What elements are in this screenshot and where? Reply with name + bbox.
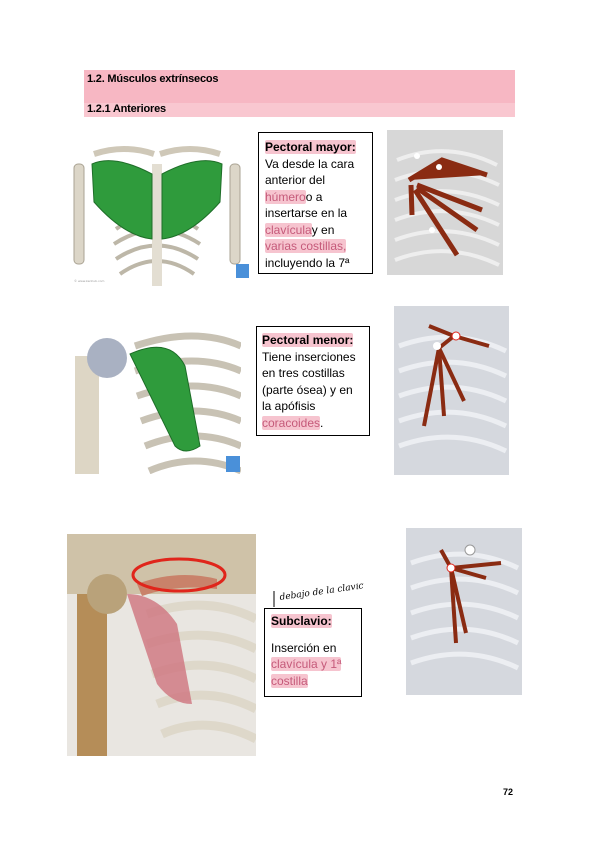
- highlight-costilla: costilla: [271, 673, 308, 688]
- text-fragment: y en: [311, 222, 335, 237]
- pectoral-minor-title: Pectoral menor:: [262, 333, 354, 347]
- handwritten-note: debajo de la clavícula: [268, 578, 378, 611]
- text-line: Inserción en: [271, 640, 337, 655]
- text-line: incluyendo la 7ª: [265, 255, 350, 270]
- text-line: la apófisis: [262, 399, 316, 413]
- page-number: 72: [503, 787, 514, 797]
- highlight-coracoides: coracoides: [262, 415, 321, 430]
- highlight-humero: húmero: [265, 189, 306, 204]
- pectoralis-major-illustration: © www.kenhub.com: [64, 124, 250, 286]
- pectoralis-minor-illustration: [75, 306, 241, 474]
- text-line: insertarse en la: [265, 206, 348, 220]
- subclavius-textbox: Subclavio: Inserción en clavícula y 1ª c…: [264, 608, 362, 697]
- text-fragment: .: [320, 415, 324, 430]
- subclavius-illustration: [67, 534, 256, 756]
- text-line: en tres costillas: [262, 366, 345, 380]
- highlight-clavicula-costilla: clavícula y 1ª: [271, 657, 342, 671]
- section-heading-band: 1.2. Músculos extrínsecos: [84, 70, 515, 103]
- subsection-title: 1.2.1 Anteriores: [87, 103, 166, 115]
- pectoral-major-textbox: Pectoral mayor: Va desde la cara anterio…: [258, 132, 373, 274]
- text-line: Va desde la cara: [265, 156, 355, 171]
- pectoral-major-title: Pectoral mayor:: [265, 140, 356, 154]
- pectoral-minor-textbox: Pectoral menor: Tiene inserciones en tre…: [256, 326, 370, 436]
- pectoralis-major-diagram: [387, 130, 503, 275]
- pectoralis-minor-diagram: [394, 306, 509, 475]
- text-line: Tiene inserciones: [262, 349, 356, 364]
- text-line: anterior del: [265, 173, 326, 187]
- text-line: (parte ósea) y en: [262, 382, 353, 397]
- highlight-costillas: varias costillas,: [265, 239, 347, 253]
- section-title: 1.2. Músculos extrínsecos: [87, 73, 219, 85]
- subsection-heading-band: 1.2.1 Anteriores: [84, 103, 515, 117]
- text-fragment: o a: [305, 189, 323, 204]
- subclavius-diagram: [406, 528, 522, 695]
- subclavius-title: Subclavio:: [271, 614, 332, 628]
- highlight-clavicula: clavícula: [265, 222, 312, 237]
- svg-text:© www.kenhub.com: © www.kenhub.com: [74, 279, 105, 283]
- handwritten-note-text: debajo de la clavícula: [279, 583, 364, 603]
